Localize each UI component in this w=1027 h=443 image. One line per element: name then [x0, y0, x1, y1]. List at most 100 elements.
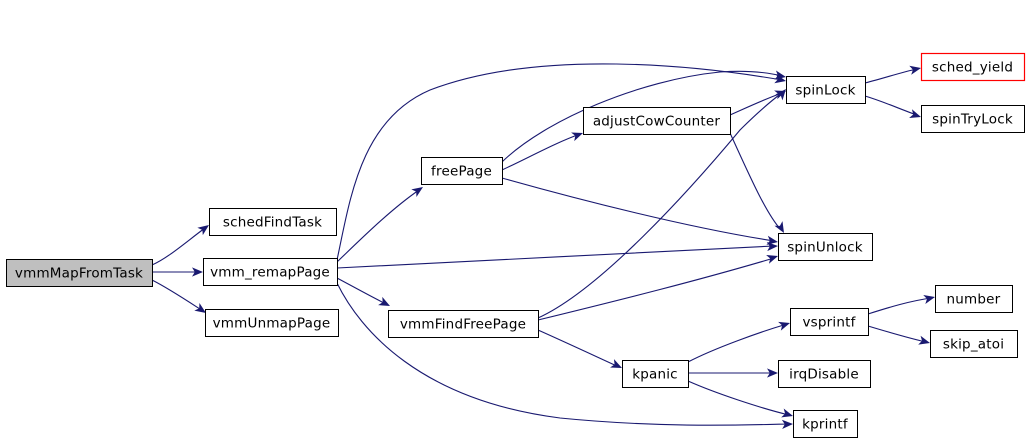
arrowhead-icon	[778, 321, 790, 331]
edge-line	[151, 279, 204, 312]
edge-line	[501, 177, 775, 242]
edge-line	[501, 133, 581, 171]
edge-vmmFindFreePage-to-spinUnlock	[537, 255, 778, 321]
arrowhead-icon	[378, 296, 390, 306]
node-box[interactable]	[920, 52, 1026, 82]
edge-vsprintf-to-number	[867, 294, 935, 315]
node-label: vmm_remapPage	[210, 265, 330, 281]
edge-line	[867, 297, 932, 315]
node-box[interactable]	[930, 330, 1018, 358]
edge-spinLock-to-spinTryLock	[864, 95, 921, 118]
node-layer: vmmMapFromTask schedFindTask vmm_remapPage…	[6, 52, 1026, 438]
arrowhead-icon	[781, 408, 793, 418]
edge-line	[537, 91, 784, 319]
edge-vmmMapFromTask-to-schedFindTask	[151, 225, 209, 266]
node-label: schedFindTask	[223, 215, 322, 231]
edge-vmmMapFromTask-to-vmm_remapPage	[152, 267, 203, 277]
node-box[interactable]	[786, 76, 866, 104]
edge-vmm_remapPage-to-kprintf	[336, 282, 793, 429]
node-box[interactable]	[793, 410, 858, 438]
node-box[interactable]	[921, 105, 1025, 133]
node-sched_yield[interactable]: sched_yield	[920, 52, 1026, 82]
node-skip_atoi[interactable]: skip_atoi	[930, 330, 1018, 358]
node-box[interactable]	[388, 310, 539, 338]
arrowhead-icon	[766, 241, 778, 252]
node-box[interactable]	[583, 107, 731, 135]
edge-vmm_remapPage-to-vmmFindFreePage	[336, 277, 390, 306]
edge-vmm_remapPage-to-spinUnlock	[336, 241, 778, 269]
arrowhead-icon	[610, 359, 622, 368]
arrowhead-icon	[909, 65, 921, 75]
node-box[interactable]	[421, 157, 503, 185]
node-adjustCowCounter[interactable]: adjustCowCounter	[583, 107, 731, 135]
edge-line	[864, 95, 918, 116]
node-box[interactable]	[790, 308, 869, 336]
node-spinTryLock[interactable]: spinTryLock	[921, 105, 1025, 133]
edge-line	[687, 323, 788, 363]
node-spinUnlock[interactable]: spinUnlock	[778, 233, 873, 261]
node-label: adjustCowCounter	[593, 114, 721, 130]
arrowhead-icon	[781, 419, 793, 429]
edge-kpanic-to-vsprintf	[687, 321, 790, 363]
edge-vmmFindFreePage-to-spinLock	[537, 89, 786, 319]
edge-kpanic-to-irqDisable	[688, 368, 778, 378]
arrowhead-icon	[411, 187, 423, 197]
node-kprintf[interactable]: kprintf	[793, 410, 858, 438]
edge-line	[336, 277, 387, 305]
node-vsprintf[interactable]: vsprintf	[790, 308, 869, 336]
node-box[interactable]	[6, 259, 153, 287]
edge-adjustCowCounter-to-spinLock	[729, 90, 786, 116]
node-label: vmmUnmapPage	[213, 316, 331, 332]
node-label: vmmFindFreePage	[400, 317, 526, 333]
node-freePage[interactable]: freePage	[421, 157, 503, 185]
arrowhead-icon	[766, 235, 778, 245]
node-box[interactable]	[209, 208, 337, 236]
node-box[interactable]	[778, 360, 871, 388]
node-label: skip_atoi	[943, 337, 1004, 353]
edge-freePage-to-spinLock	[501, 70, 786, 163]
arrowhead-icon	[909, 109, 921, 118]
edge-line	[336, 189, 420, 263]
arrowhead-icon	[918, 335, 930, 345]
edge-vsprintf-to-skip_atoi	[867, 325, 930, 345]
arrowhead-icon	[197, 225, 209, 236]
node-number[interactable]: number	[935, 285, 1013, 313]
edge-kpanic-to-kprintf	[687, 380, 793, 418]
edge-freePage-to-adjustCowCounter	[501, 132, 583, 171]
node-irqDisable[interactable]: irqDisable	[778, 360, 871, 388]
node-box[interactable]	[778, 233, 873, 261]
edge-line	[336, 282, 790, 426]
node-kpanic[interactable]: kpanic	[622, 360, 689, 388]
node-vmmMapFromTask[interactable]: vmmMapFromTask	[6, 259, 153, 287]
arrowhead-icon	[774, 70, 786, 80]
arrowhead-icon	[571, 132, 583, 142]
node-label: kprintf	[802, 417, 849, 433]
edge-vmmMapFromTask-to-vmmUnmapPage	[151, 279, 206, 313]
node-vmm_remapPage[interactable]: vmm_remapPage	[203, 258, 338, 286]
node-label: number	[947, 292, 1001, 308]
node-label: sched_yield	[932, 60, 1013, 76]
edge-freePage-to-spinUnlock	[501, 177, 778, 245]
node-schedFindTask[interactable]: schedFindTask	[209, 208, 337, 236]
edge-line	[336, 63, 783, 261]
node-box[interactable]	[205, 309, 339, 337]
arrowhead-icon	[194, 303, 206, 313]
node-label: spinUnlock	[787, 240, 863, 256]
node-box[interactable]	[935, 285, 1013, 313]
node-box[interactable]	[203, 258, 338, 286]
edge-line	[336, 245, 775, 269]
edge-line	[687, 380, 790, 416]
node-label: kpanic	[632, 367, 678, 383]
node-vmmUnmapPage[interactable]: vmmUnmapPage	[205, 309, 339, 337]
node-label: spinLock	[795, 83, 855, 99]
edge-line	[537, 257, 775, 321]
edge-line	[864, 68, 918, 84]
node-spinLock[interactable]: spinLock	[786, 76, 866, 104]
arrowhead-icon	[767, 368, 778, 378]
node-box[interactable]	[622, 360, 689, 388]
node-vmmFindFreePage[interactable]: vmmFindFreePage	[388, 310, 539, 338]
edge-vmm_remapPage-to-freePage	[336, 187, 423, 263]
node-label: irqDisable	[789, 367, 859, 383]
node-label: vsprintf	[802, 315, 856, 331]
